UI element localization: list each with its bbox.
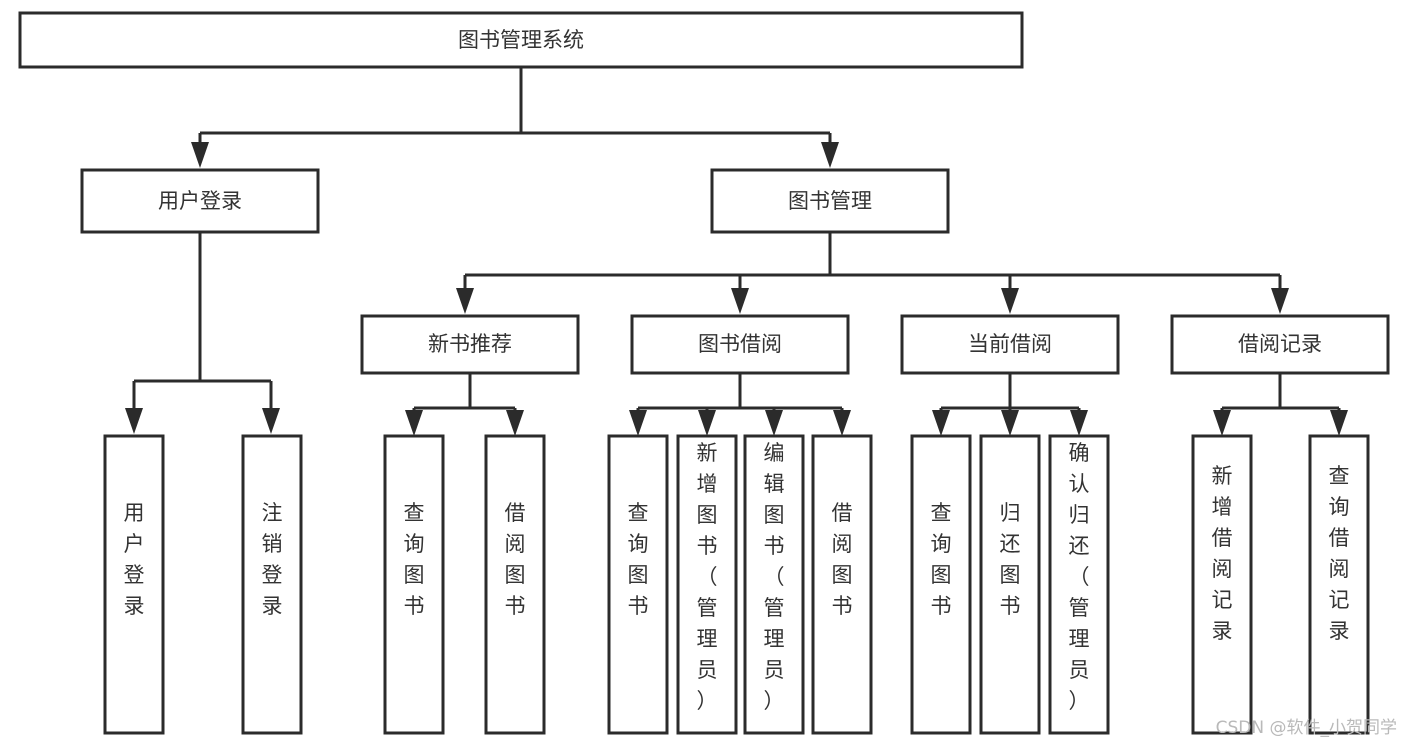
arrow-to-leaf-query-book-1 bbox=[405, 410, 423, 436]
node-root-book-management-system[interactable]: 图书管理系统 bbox=[18, 11, 1024, 69]
node-leaf-query-record-box[interactable] bbox=[1308, 434, 1370, 735]
arrow-to-leaf-borrow-book-1 bbox=[506, 410, 524, 436]
node-book-management-label: 图书管理 bbox=[788, 189, 872, 213]
node-leaf-edit-book[interactable]: 编辑图书（管理员） bbox=[743, 434, 805, 735]
node-leaf-add-record-label: 新增借阅记录 bbox=[1212, 464, 1233, 643]
node-leaf-add-book-label: 新增图书（管理员） bbox=[697, 441, 718, 713]
node-leaf-edit-book-box[interactable] bbox=[743, 434, 805, 735]
node-leaf-query-book-1-box[interactable] bbox=[383, 434, 445, 735]
node-leaf-query-record-label: 查询借阅记录 bbox=[1329, 464, 1350, 643]
node-root-box[interactable] bbox=[18, 11, 1024, 69]
arrow-to-leaf-logout-login bbox=[262, 408, 280, 434]
node-borrow-record-label: 借阅记录 bbox=[1238, 332, 1322, 356]
node-leaf-add-record[interactable]: 新增借阅记录 bbox=[1191, 434, 1253, 735]
node-current-borrow-label: 当前借阅 bbox=[968, 332, 1052, 356]
node-leaf-add-book[interactable]: 新增图书（管理员） bbox=[676, 434, 738, 735]
node-leaf-query-record[interactable]: 查询借阅记录 bbox=[1308, 434, 1370, 735]
node-leaf-query-book-1[interactable]: 查询图书 bbox=[383, 434, 445, 735]
node-borrow-record[interactable]: 借阅记录 bbox=[1170, 314, 1390, 375]
node-leaf-borrow-book-2-box[interactable] bbox=[811, 434, 873, 735]
node-leaf-edit-book-label: 编辑图书（管理员） bbox=[764, 441, 785, 713]
node-leaf-query-book-3-box[interactable] bbox=[910, 434, 972, 735]
node-leaf-borrow-book-1[interactable]: 借阅图书 bbox=[484, 434, 546, 735]
csdn-watermark: CSDN @软件_小贺同学 bbox=[1216, 718, 1397, 738]
node-leaf-borrow-book-1-label: 借阅图书 bbox=[505, 501, 526, 618]
node-leaf-query-book-1-label: 查询图书 bbox=[404, 501, 425, 618]
node-user-login[interactable]: 用户登录 bbox=[80, 168, 320, 234]
node-book-borrow-label: 图书借阅 bbox=[698, 332, 782, 356]
node-leaf-add-book-box[interactable] bbox=[676, 434, 738, 735]
node-book-management[interactable]: 图书管理 bbox=[710, 168, 950, 234]
node-leaf-return-book[interactable]: 归还图书 bbox=[979, 434, 1041, 735]
node-root-label: 图书管理系统 bbox=[458, 28, 584, 52]
node-leaf-query-book-3[interactable]: 查询图书 bbox=[910, 434, 972, 735]
node-new-book-recommend-box[interactable] bbox=[360, 314, 580, 375]
arrow-to-borrow-record bbox=[1271, 288, 1289, 314]
arrow-to-book-borrow bbox=[731, 288, 749, 314]
arrow-to-current-borrow bbox=[1001, 288, 1019, 314]
node-leaf-user-login-box[interactable] bbox=[103, 434, 165, 735]
arrow-to-leaf-query-book-3 bbox=[932, 410, 950, 436]
node-current-borrow-box[interactable] bbox=[900, 314, 1120, 375]
node-leaf-logout-login[interactable]: 注销登录 bbox=[241, 434, 303, 735]
connector-layer bbox=[125, 67, 1348, 436]
node-book-borrow[interactable]: 图书借阅 bbox=[630, 314, 850, 375]
node-leaf-confirm-return[interactable]: 确认归还（管理员） bbox=[1048, 434, 1110, 735]
node-leaf-logout-login-box[interactable] bbox=[241, 434, 303, 735]
node-book-borrow-box[interactable] bbox=[630, 314, 850, 375]
arrow-to-new-book-recommend bbox=[456, 288, 474, 314]
node-leaf-query-book-3-label: 查询图书 bbox=[931, 501, 952, 618]
node-leaf-query-book-2[interactable]: 查询图书 bbox=[607, 434, 669, 735]
arrow-to-leaf-edit-book bbox=[765, 410, 783, 436]
node-leaf-query-book-2-box[interactable] bbox=[607, 434, 669, 735]
node-borrow-record-box[interactable] bbox=[1170, 314, 1390, 375]
node-leaf-query-book-2-label: 查询图书 bbox=[628, 501, 649, 618]
node-leaf-confirm-return-label: 确认归还（管理员） bbox=[1069, 441, 1090, 713]
node-new-book-recommend-label: 新书推荐 bbox=[428, 332, 512, 356]
arrow-to-leaf-add-book bbox=[698, 410, 716, 436]
node-leaf-add-record-box[interactable] bbox=[1191, 434, 1253, 735]
arrow-to-leaf-confirm-return bbox=[1070, 410, 1088, 436]
node-leaf-return-book-box[interactable] bbox=[979, 434, 1041, 735]
arrow-to-leaf-return-book bbox=[1001, 410, 1019, 436]
arrow-to-leaf-query-book-2 bbox=[629, 410, 647, 436]
node-book-management-box[interactable] bbox=[710, 168, 950, 234]
node-leaf-return-book-label: 归还图书 bbox=[1000, 501, 1021, 618]
node-user-login-label: 用户登录 bbox=[158, 189, 242, 213]
arrow-to-leaf-add-record bbox=[1213, 410, 1231, 436]
node-leaf-borrow-book-2[interactable]: 借阅图书 bbox=[811, 434, 873, 735]
node-new-book-recommend[interactable]: 新书推荐 bbox=[360, 314, 580, 375]
node-current-borrow[interactable]: 当前借阅 bbox=[900, 314, 1120, 375]
node-user-login-box[interactable] bbox=[80, 168, 320, 234]
arrow-to-leaf-user-login bbox=[125, 408, 143, 434]
arrow-to-leaf-query-record bbox=[1330, 410, 1348, 436]
arrow-to-leaf-borrow-book-2 bbox=[833, 410, 851, 436]
arrow-to-book-management bbox=[821, 142, 839, 168]
node-leaf-logout-login-label: 注销登录 bbox=[262, 501, 283, 618]
node-leaf-user-login-label: 用户登录 bbox=[124, 501, 145, 618]
arrow-to-user-login bbox=[191, 142, 209, 168]
node-leaf-borrow-book-1-box[interactable] bbox=[484, 434, 546, 735]
node-leaf-confirm-return-box[interactable] bbox=[1048, 434, 1110, 735]
node-leaf-user-login[interactable]: 用户登录 bbox=[103, 434, 165, 735]
node-leaf-borrow-book-2-label: 借阅图书 bbox=[832, 501, 853, 618]
